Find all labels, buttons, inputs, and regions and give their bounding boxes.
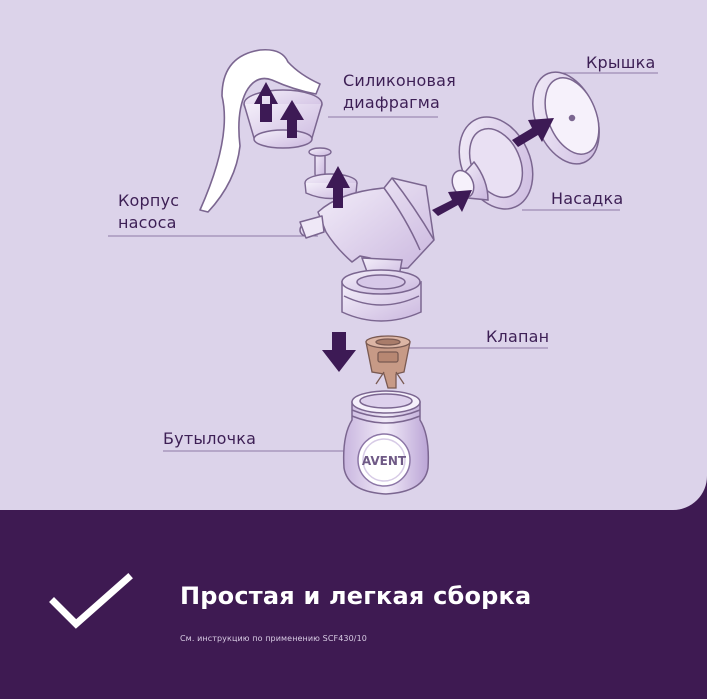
bottle-brand-text: AVENT	[362, 454, 407, 468]
footer-note: См. инструкцию по применению SCF430/10	[180, 634, 367, 643]
label-bottle: Бутылочка	[163, 429, 257, 448]
label-shield: Насадка	[551, 189, 624, 208]
arrow-up-diaphragm-icon	[280, 100, 304, 138]
assembly-arrows	[254, 82, 554, 372]
check-mark-icon	[49, 573, 133, 629]
valve-part	[365, 335, 411, 389]
label-lid: Крышка	[586, 53, 656, 72]
arrow-up-body-icon	[326, 166, 350, 208]
arrow-down-bottle-icon	[322, 332, 356, 372]
arrow-up-handle-icon	[254, 82, 278, 122]
piston-stem	[308, 147, 332, 177]
bottle: AVENT	[342, 390, 430, 495]
label-valve: Клапан	[486, 327, 550, 346]
label-pump-body: Корпус насоса	[118, 191, 180, 232]
diagram-panel: AVENT Силиконовая диафрагма Крышка Корпу…	[0, 0, 707, 510]
footer-headline: Простая и легкая сборка	[180, 582, 532, 610]
lid-cap	[532, 71, 600, 165]
body-collar	[341, 257, 422, 322]
pump-handle	[199, 48, 321, 213]
assembly-illustration: AVENT	[108, 48, 658, 495]
arrow-right-lid-icon	[512, 118, 554, 147]
arrow-right-shield-icon	[432, 190, 472, 216]
label-diaphragm: Силиконовая диафрагма	[343, 71, 456, 112]
